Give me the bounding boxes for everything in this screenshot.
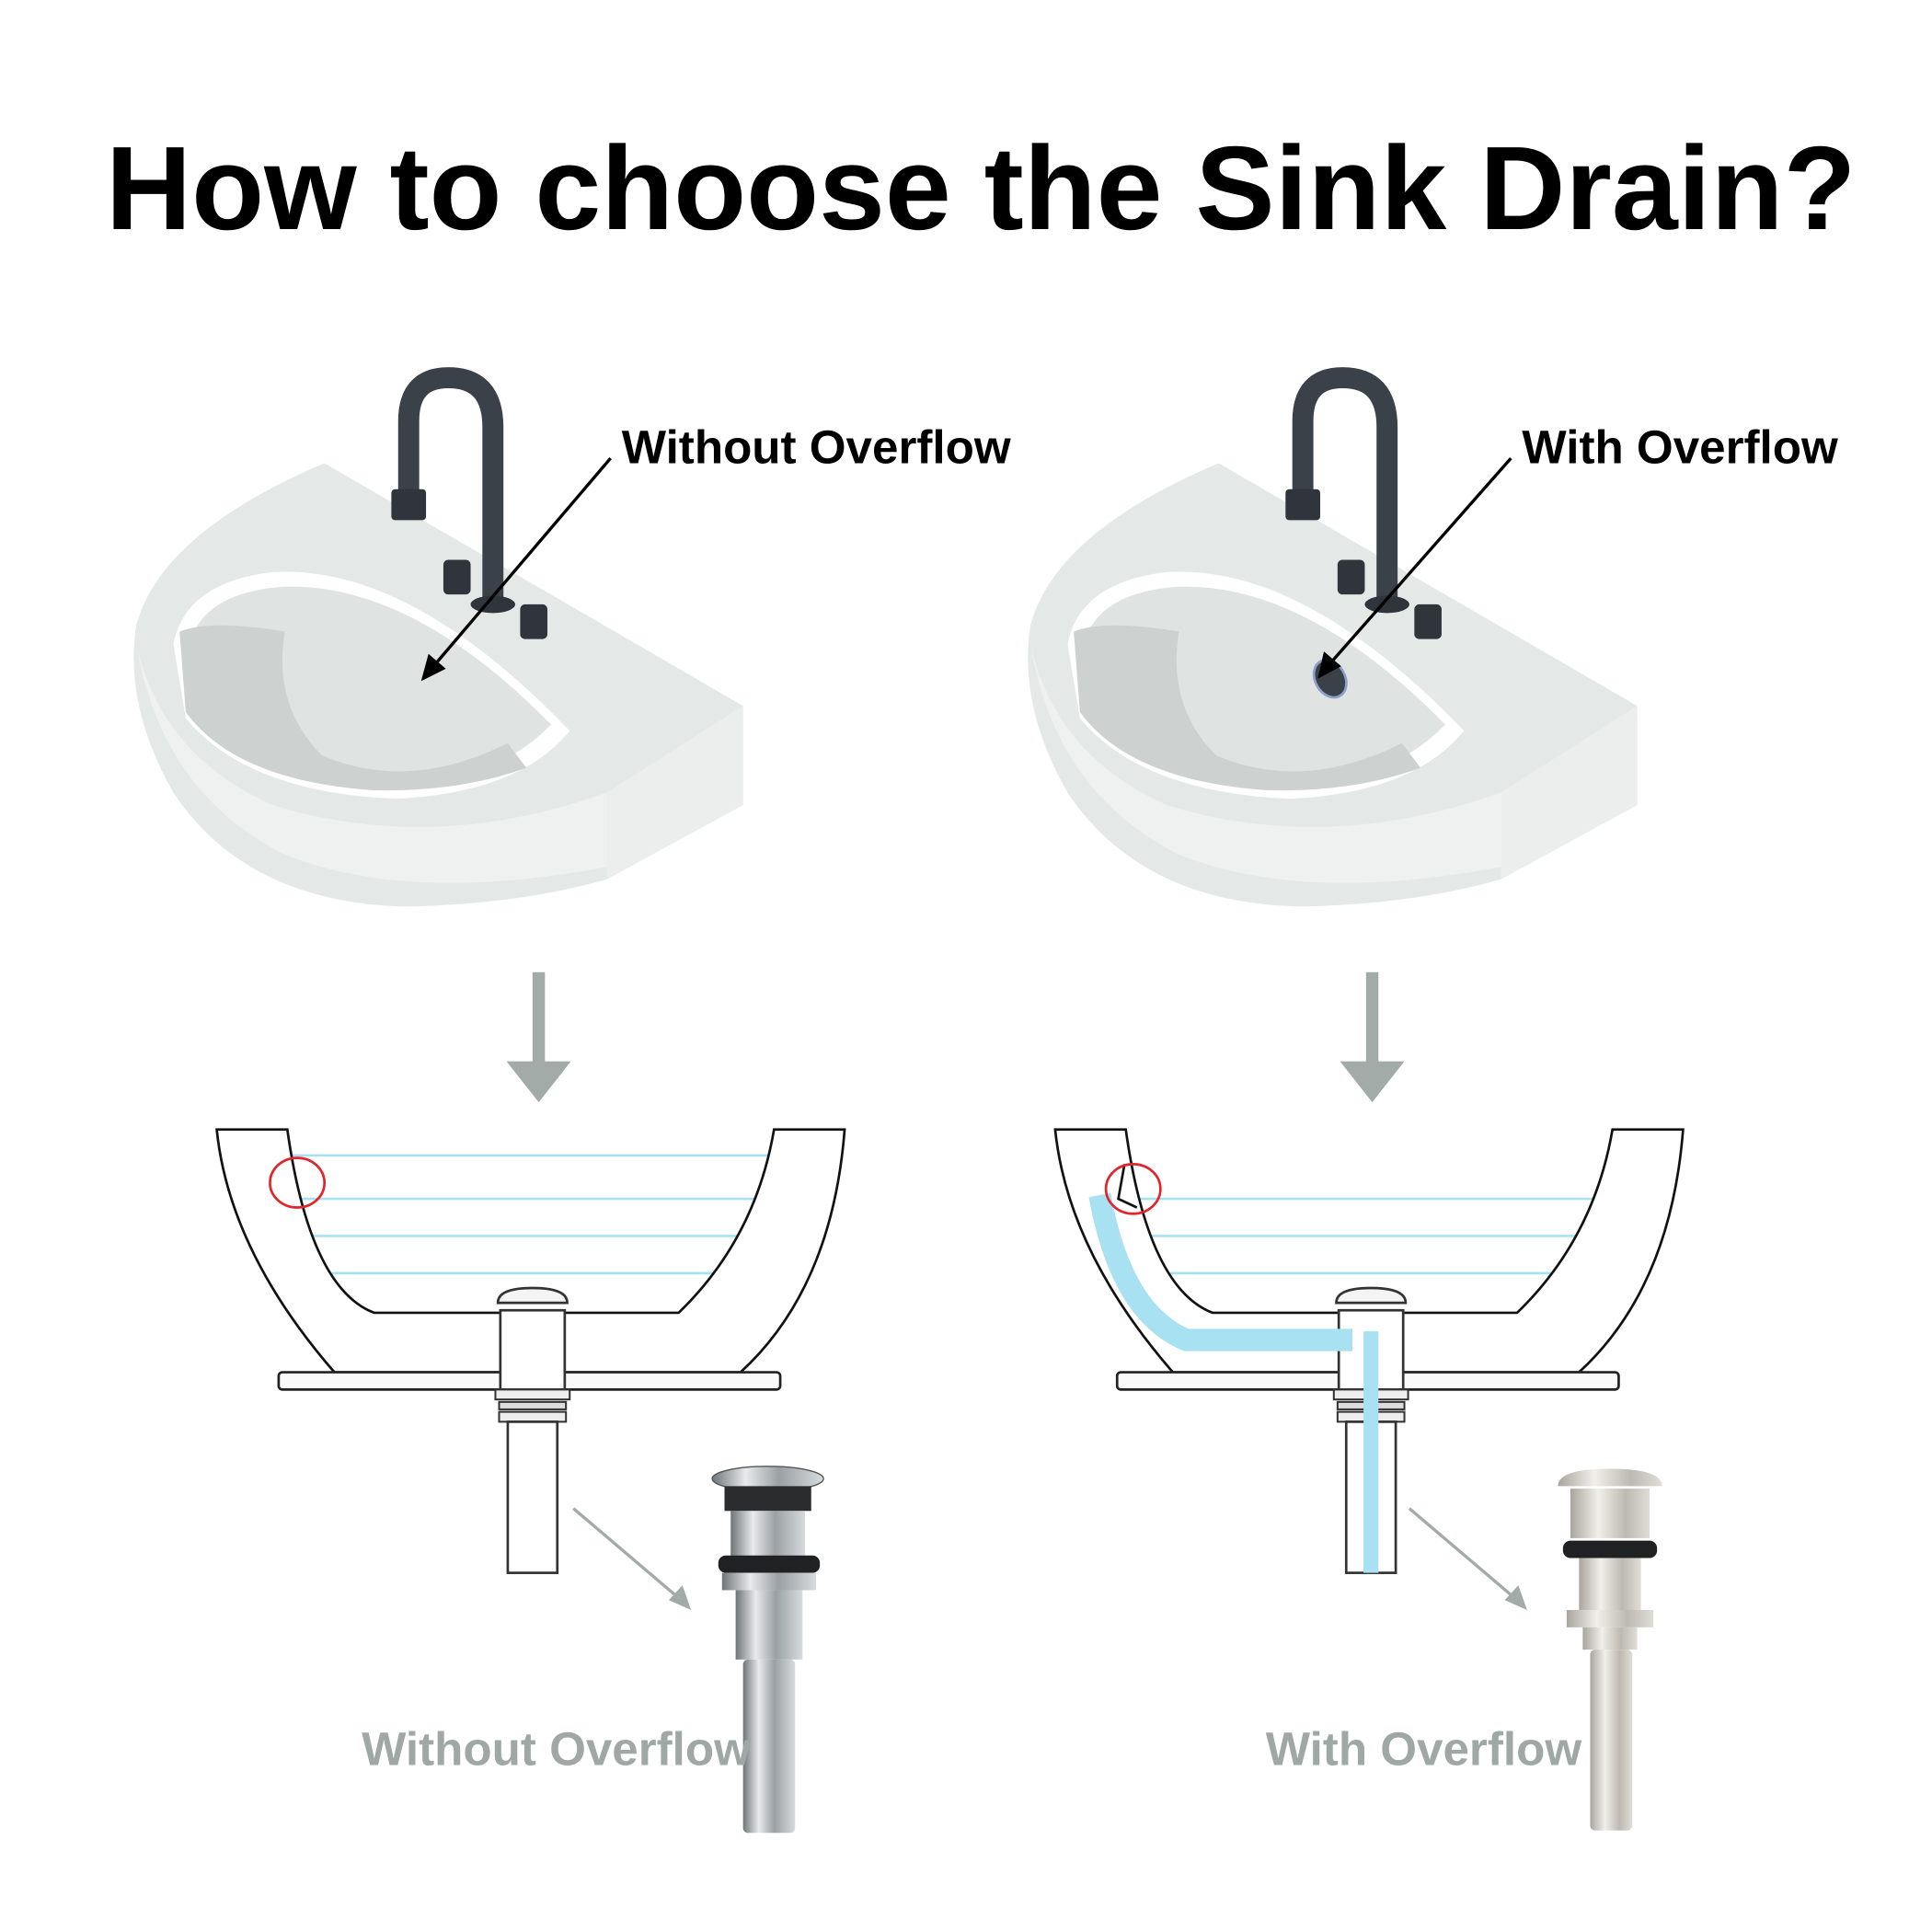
drain-water xyxy=(1363,1331,1379,1573)
drain-product-without-overflow xyxy=(711,1466,824,1834)
cross-section-without-overflow xyxy=(215,1128,846,1574)
overflow-channel xyxy=(1088,1192,1352,1351)
callout-arrow-icon xyxy=(1317,456,1512,679)
callout-label-without-overflow: Without Overflow xyxy=(622,420,1011,473)
down-arrow-icon xyxy=(1340,972,1405,1103)
highlight-circle xyxy=(1104,1163,1162,1215)
down-arrow-icon xyxy=(506,972,571,1103)
diagonal-arrow-icon xyxy=(1408,1507,1527,1610)
water-level-lines xyxy=(291,1154,771,1275)
diagonal-arrow-icon xyxy=(572,1507,692,1610)
caption-with-overflow: With Overflow xyxy=(1266,1722,1582,1775)
caption-without-overflow: Without Overflow xyxy=(362,1722,751,1775)
callout-label-with-overflow: With Overflow xyxy=(1522,420,1838,473)
cross-section-with-overflow xyxy=(1053,1128,1685,1574)
drain-product-with-overflow xyxy=(1558,1468,1662,1831)
highlight-circle xyxy=(269,1156,327,1209)
page-title: How to choose the Sink Drain? xyxy=(106,122,1857,255)
callout-arrow-icon xyxy=(420,456,612,682)
water-level-lines xyxy=(1135,1197,1597,1275)
